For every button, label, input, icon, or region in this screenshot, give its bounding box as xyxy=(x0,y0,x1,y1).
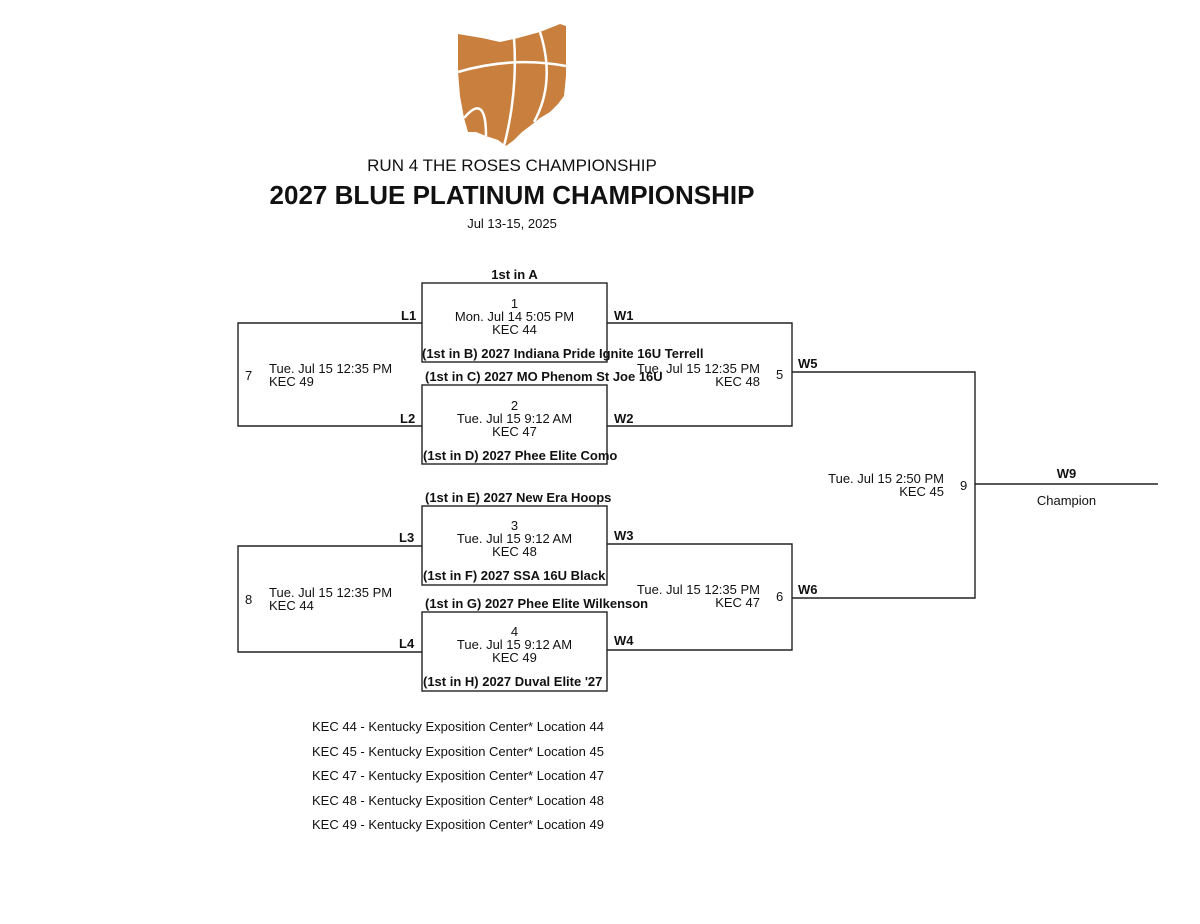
game-3-location: KEC 48 xyxy=(492,544,537,559)
game-2-time: Tue. Jul 15 9:12 AM xyxy=(456,411,573,426)
game-2-location: KEC 47 xyxy=(492,424,537,439)
game-4-winner-label: W4 xyxy=(614,633,634,648)
game-9-details: Tue. Jul 15 2:50 PM KEC 45 xyxy=(790,472,944,498)
legend-item: KEC 47 - Kentucky Exposition Center* Loc… xyxy=(312,768,604,783)
ohio-basketball-logo xyxy=(457,24,567,147)
game-8-time: Tue. Jul 15 12:35 PM xyxy=(269,585,393,600)
game-6-number: 6 xyxy=(776,589,784,604)
game-1-loser-label: L1 xyxy=(401,308,417,323)
game-9-location: KEC 45 xyxy=(899,484,944,499)
game-4-top-team: (1st in G) 2027 Phee Elite Wilkenson xyxy=(425,596,649,611)
legend-item: KEC 44 - Kentucky Exposition Center* Loc… xyxy=(312,719,604,734)
legend-item: KEC 49 - Kentucky Exposition Center* Loc… xyxy=(312,817,604,832)
event-dates: Jul 13-15, 2025 xyxy=(467,216,557,231)
game-4-number: 4 xyxy=(510,624,519,639)
game-9-bracket xyxy=(792,371,976,599)
game-4-loser-label: L4 xyxy=(399,636,415,651)
game-6-winner-label: W6 xyxy=(798,582,818,597)
game-1-time: Mon. Jul 14 5:05 PM xyxy=(454,309,575,324)
game-5-time: Tue. Jul 15 12:35 PM xyxy=(636,361,760,376)
game-3-time: Tue. Jul 15 9:12 AM xyxy=(456,531,573,546)
game-5-location: KEC 48 xyxy=(715,374,760,389)
game-3-top-team: (1st in E) 2027 New Era Hoops xyxy=(425,490,612,505)
game-2-winner-label: W2 xyxy=(614,411,634,426)
game-7-location: KEC 49 xyxy=(269,374,314,389)
game-5-bracket xyxy=(607,322,793,427)
game-7-bracket xyxy=(237,322,422,427)
game-2-number: 2 xyxy=(510,398,519,413)
game-6-details: Tue. Jul 15 12:35 PM KEC 47 xyxy=(600,583,760,609)
legend-item: KEC 48 - Kentucky Exposition Center* Loc… xyxy=(312,792,604,808)
game-2-loser-label: L2 xyxy=(400,411,416,426)
division-title: 2027 BLUE PLATINUM CHAMPIONSHIP xyxy=(269,180,755,210)
game-2-top-team: (1st in C) 2027 MO Phenom St Joe 16U xyxy=(425,369,663,384)
game-2-bottom-team: (1st in D) 2027 Phee Elite Como xyxy=(423,448,618,463)
basketball-seams xyxy=(457,31,567,147)
game-2-details: 2 Tue. Jul 15 9:12 AM KEC 47 xyxy=(422,399,607,438)
game-3-number: 3 xyxy=(510,518,519,533)
game-4-details: 4 Tue. Jul 15 9:12 AM KEC 49 xyxy=(422,625,607,664)
game-9-time: Tue. Jul 15 2:50 PM xyxy=(828,471,944,486)
game-3-winner-label: W3 xyxy=(614,528,634,543)
game-8-location: KEC 44 xyxy=(269,598,314,613)
game-1-winner-label: W1 xyxy=(614,308,634,323)
game-3-details: 3 Tue. Jul 15 9:12 AM KEC 48 xyxy=(422,519,607,558)
champion-label: Champion xyxy=(1036,493,1097,508)
game-7-time: Tue. Jul 15 12:35 PM xyxy=(269,361,393,376)
game-5-details: Tue. Jul 15 12:35 PM KEC 48 xyxy=(600,362,760,388)
game-9-winner-label: W9 xyxy=(1056,466,1077,481)
game-1-top-team: 1st in A xyxy=(491,267,538,282)
game-2-box xyxy=(421,384,608,465)
game-1-bottom-team: (1st in B) 2027 Indiana Pride Ignite 16U… xyxy=(422,346,704,361)
game-6-bracket xyxy=(607,543,793,651)
game-3-bottom-team: (1st in F) 2027 SSA 16U Black xyxy=(423,568,606,583)
game-1-number: 1 xyxy=(510,296,519,311)
game-4-bottom-team: (1st in H) 2027 Duval Elite '27 xyxy=(423,674,603,689)
game-5-number: 5 xyxy=(776,367,784,382)
game-3-loser-label: L3 xyxy=(399,530,415,545)
game-1-location: KEC 44 xyxy=(492,322,537,337)
game-8-bracket xyxy=(237,545,422,653)
game-1-details: 1 Mon. Jul 14 5:05 PM KEC 44 xyxy=(422,297,607,336)
game-8-number: 8 xyxy=(245,592,253,607)
event-title: RUN 4 THE ROSES CHAMPIONSHIP xyxy=(367,156,657,175)
game-4-location: KEC 49 xyxy=(492,650,537,665)
legend-item: KEC 45 - Kentucky Exposition Center* Loc… xyxy=(312,743,604,759)
game-4-time: Tue. Jul 15 9:12 AM xyxy=(456,637,573,652)
game-9-number: 9 xyxy=(960,478,968,493)
game-6-location: KEC 47 xyxy=(715,595,760,610)
game-5-winner-label: W5 xyxy=(798,356,818,371)
game-6-time: Tue. Jul 15 12:35 PM xyxy=(636,582,760,597)
game-8-details: Tue. Jul 15 12:35 PM KEC 44 xyxy=(269,586,392,612)
location-legend: KEC 44 - Kentucky Exposition Center* Loc… xyxy=(312,715,604,838)
game-7-details: Tue. Jul 15 12:35 PM KEC 49 xyxy=(269,362,392,388)
game-7-number: 7 xyxy=(245,368,253,383)
